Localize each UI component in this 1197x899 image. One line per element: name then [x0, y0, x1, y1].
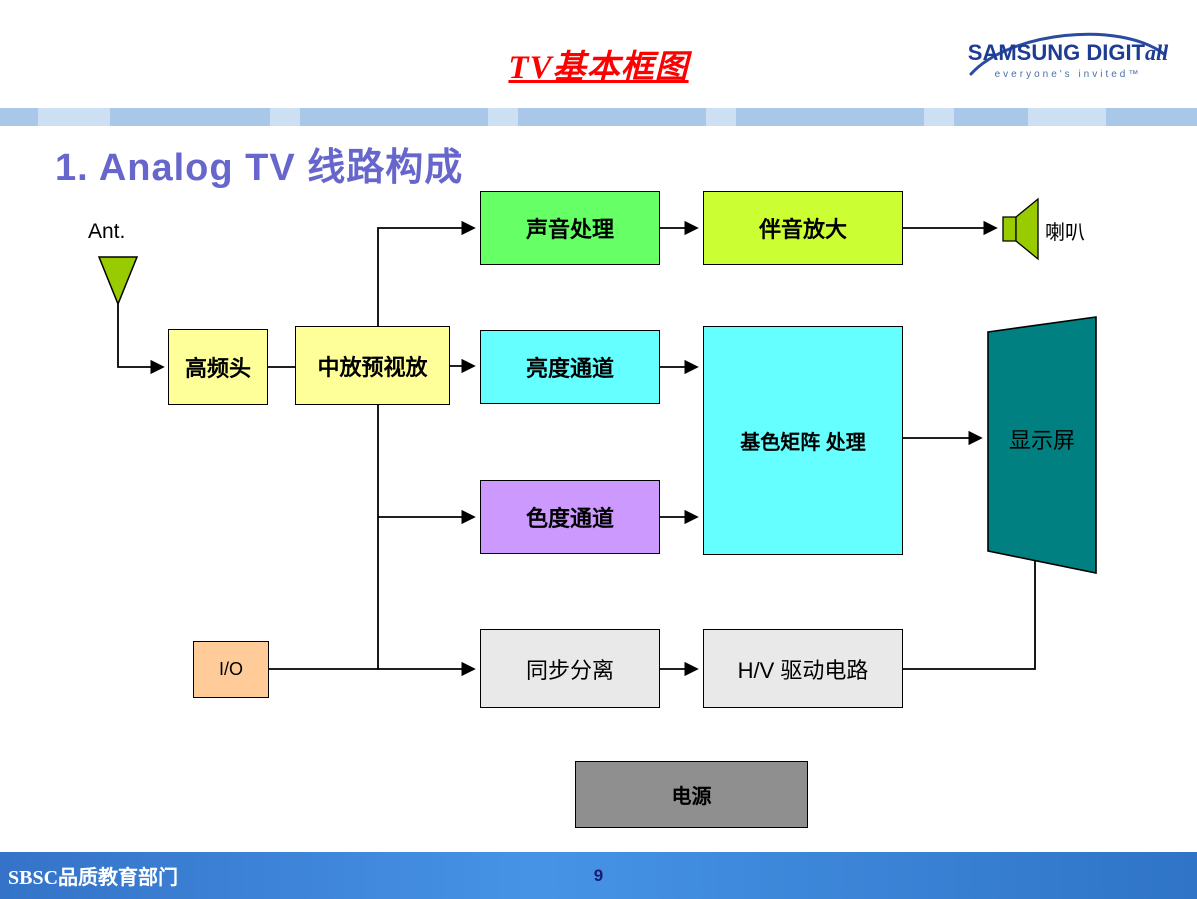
page-title: TV基本框图 [508, 50, 689, 86]
display-screen-label: 显示屏 [1008, 428, 1075, 453]
band-segment [488, 108, 518, 126]
node-io: I/O [193, 641, 269, 698]
wire-if-to-audio-proc [377, 220, 476, 326]
speaker-label: 喇叭 [1045, 222, 1085, 244]
node-hv-drive: H/V 驱动电路 [703, 629, 903, 708]
node-chroma-channel: 色度通道 [480, 480, 660, 554]
page-number: 9 [593, 866, 604, 885]
band-segment [706, 108, 736, 126]
node-audio-amp: 伴音放大 [703, 191, 903, 265]
band-segment [38, 108, 110, 126]
logo-swoosh-icon [969, 32, 1166, 76]
node-if-amp: 中放预视放 [295, 326, 450, 405]
logo-brand-text: SAMSUNG DIGITall [967, 40, 1169, 65]
antenna-label: Ant. [88, 220, 126, 243]
samsung-logo: SAMSUNG DIGITall everyone's invited™ [967, 32, 1169, 80]
wire-hv-to-display [903, 560, 1036, 670]
node-audio-proc: 声音处理 [480, 191, 660, 265]
node-sync-sep: 同步分离 [480, 629, 660, 708]
footer-bar: SBSC品质教育部门 [0, 852, 1197, 899]
antenna-icon [97, 256, 139, 307]
band-segment [924, 108, 954, 126]
node-tuner: 高频头 [168, 329, 268, 405]
wire-antenna-to-tuner [117, 304, 165, 375]
wire-if-to-sync [377, 405, 476, 677]
decorative-band [0, 108, 1197, 126]
band-segment [270, 108, 300, 126]
logo-tagline: everyone's invited™ [994, 69, 1142, 80]
node-luma-channel: 亮度通道 [480, 330, 660, 404]
footer-dept: SBSC品质教育部门 [8, 867, 179, 889]
band-segment [1028, 108, 1106, 126]
speaker-cone-icon [1015, 197, 1039, 261]
node-power: 电源 [575, 761, 808, 828]
speaker-icon [1002, 216, 1017, 242]
node-color-matrix: 基色矩阵 处理 [703, 326, 903, 555]
section-heading: 1. Analog TV 线路构成 [55, 147, 464, 189]
